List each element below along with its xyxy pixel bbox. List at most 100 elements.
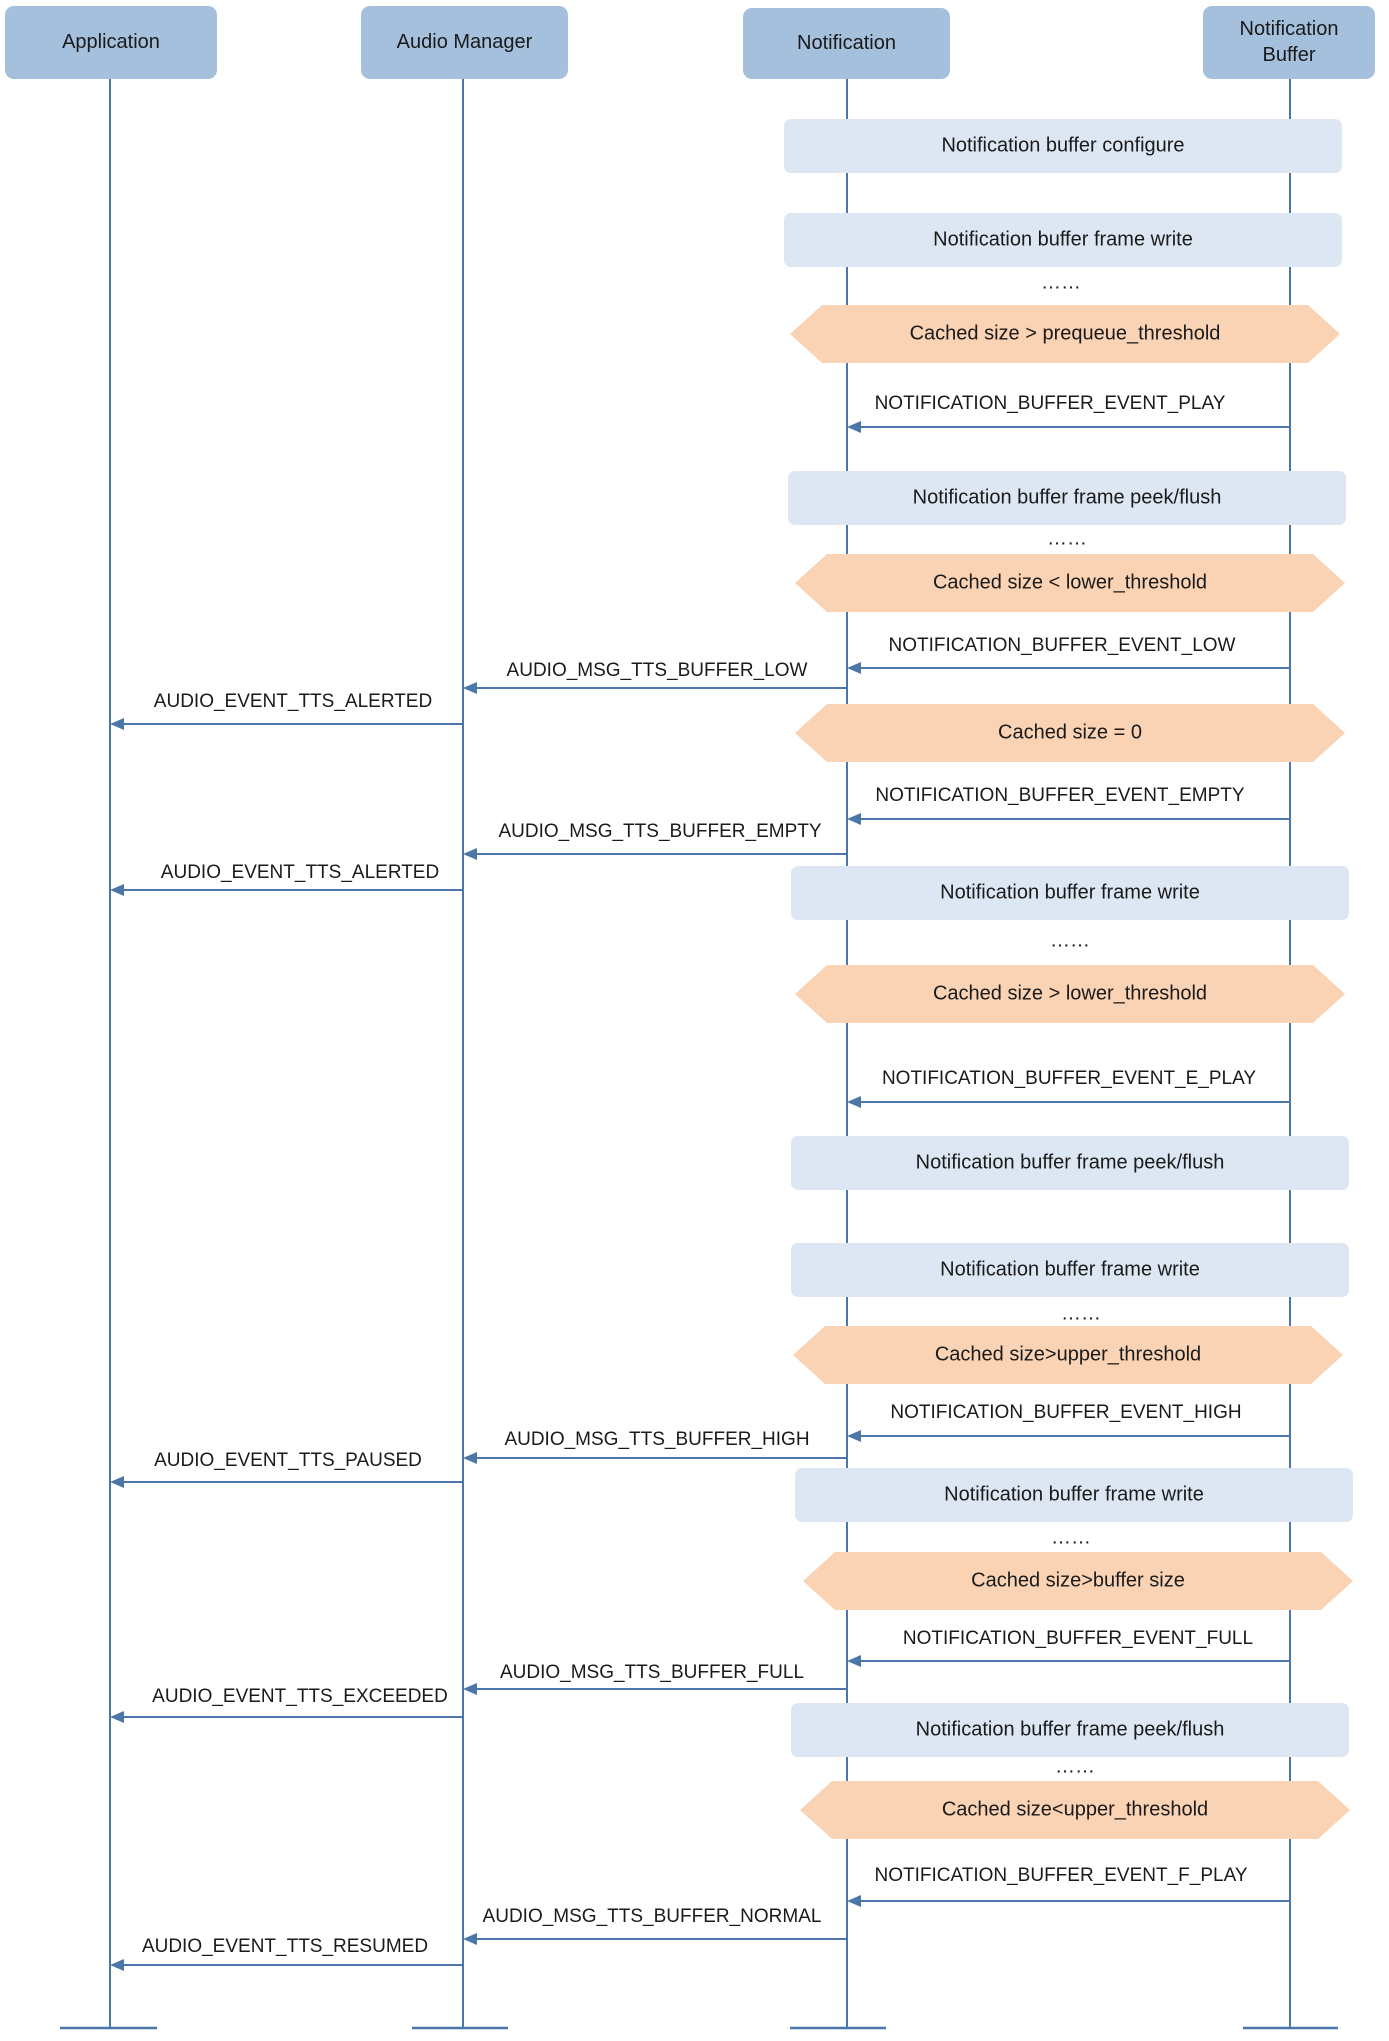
arrow-head xyxy=(463,1452,477,1464)
message: AUDIO_EVENT_TTS_ALERTED xyxy=(110,691,463,730)
condition: Cached size > lower_threshold xyxy=(795,965,1345,1023)
condition-shape xyxy=(795,704,1345,762)
message: AUDIO_MSG_TTS_BUFFER_LOW xyxy=(463,660,847,694)
condition-label: Cached size = 0 xyxy=(998,721,1142,743)
message-label: AUDIO_MSG_TTS_BUFFER_FULL xyxy=(500,1662,804,1683)
note: Notification buffer frame write xyxy=(795,1468,1353,1522)
message-label: AUDIO_EVENT_TTS_PAUSED xyxy=(154,1450,422,1471)
participant-box xyxy=(1203,6,1375,79)
note: Notification buffer frame peek/flush xyxy=(791,1703,1349,1757)
message: AUDIO_MSG_TTS_BUFFER_HIGH xyxy=(463,1429,847,1464)
message-label: NOTIFICATION_BUFFER_EVENT_PLAY xyxy=(875,393,1226,414)
condition: Cached size > prequeue_threshold xyxy=(790,305,1340,363)
arrow-head xyxy=(847,1096,861,1108)
message: NOTIFICATION_BUFFER_EVENT_HIGH xyxy=(847,1402,1290,1442)
participant-box xyxy=(5,6,217,79)
ellipsis: …… xyxy=(1041,271,1081,293)
note: Notification buffer frame write xyxy=(791,1243,1349,1297)
participant: Notification xyxy=(743,8,950,79)
participant: Audio Manager xyxy=(361,6,568,79)
ellipsis: …… xyxy=(1050,929,1090,951)
note-label: Notification buffer frame peek/flush xyxy=(916,1718,1225,1740)
message-label: NOTIFICATION_BUFFER_EVENT_FULL xyxy=(903,1628,1253,1649)
message: NOTIFICATION_BUFFER_EVENT_PLAY xyxy=(847,393,1290,433)
condition: Cached size = 0 xyxy=(795,704,1345,762)
condition: Cached size<upper_threshold xyxy=(800,1781,1350,1839)
note-box xyxy=(784,213,1342,267)
condition-label: Cached size>buffer size xyxy=(971,1569,1185,1591)
message-label: AUDIO_MSG_TTS_BUFFER_NORMAL xyxy=(483,1906,822,1927)
message: AUDIO_EVENT_TTS_RESUMED xyxy=(110,1936,463,1971)
note-label: Notification buffer frame write xyxy=(944,1483,1204,1505)
condition-label: Cached size<upper_threshold xyxy=(942,1798,1208,1820)
note-box xyxy=(791,1243,1349,1297)
note: Notification buffer frame peek/flush xyxy=(791,1136,1349,1190)
message-label: AUDIO_MSG_TTS_BUFFER_HIGH xyxy=(504,1429,809,1450)
message: AUDIO_EVENT_TTS_PAUSED xyxy=(110,1450,463,1488)
arrow-head xyxy=(110,718,124,730)
condition: Cached size>upper_threshold xyxy=(793,1326,1343,1384)
arrow-head xyxy=(847,1430,861,1442)
arrow-head xyxy=(463,1933,477,1945)
message: NOTIFICATION_BUFFER_EVENT_FULL xyxy=(847,1628,1290,1667)
arrow-head xyxy=(110,1959,124,1971)
condition: Cached size < lower_threshold xyxy=(795,554,1345,612)
message-label: NOTIFICATION_BUFFER_EVENT_E_PLAY xyxy=(882,1068,1256,1089)
note-label: Notification buffer frame write xyxy=(940,881,1200,903)
message: NOTIFICATION_BUFFER_EVENT_LOW xyxy=(847,635,1290,674)
note-box xyxy=(788,471,1346,525)
note: Notification buffer configure xyxy=(784,119,1342,173)
arrow-head xyxy=(847,813,861,825)
note-label: Notification buffer frame peek/flush xyxy=(916,1151,1225,1173)
note-label: Notification buffer configure xyxy=(941,134,1184,156)
ellipsis: …… xyxy=(1051,1526,1091,1548)
ellipsis: …… xyxy=(1055,1755,1095,1777)
arrow-head xyxy=(110,884,124,896)
message: AUDIO_EVENT_TTS_EXCEEDED xyxy=(110,1686,463,1723)
message-label: NOTIFICATION_BUFFER_EVENT_EMPTY xyxy=(875,785,1244,806)
message-label: NOTIFICATION_BUFFER_EVENT_F_PLAY xyxy=(874,1865,1247,1886)
message: NOTIFICATION_BUFFER_EVENT_F_PLAY xyxy=(847,1865,1290,1907)
note: Notification buffer frame peek/flush xyxy=(788,471,1346,525)
participant-label: Audio Manager xyxy=(397,31,533,53)
condition-shape xyxy=(793,1326,1343,1384)
note-label: Notification buffer frame write xyxy=(940,1258,1200,1280)
lifelines xyxy=(60,79,1338,2030)
message-label: AUDIO_MSG_TTS_BUFFER_LOW xyxy=(507,660,808,681)
condition-label: Cached size > lower_threshold xyxy=(933,982,1207,1004)
condition-shape xyxy=(803,1552,1353,1610)
arrow-head xyxy=(110,1711,124,1723)
note-label: Notification buffer frame write xyxy=(933,228,1193,250)
participant-label: Notification xyxy=(1240,18,1339,40)
message: NOTIFICATION_BUFFER_EVENT_EMPTY xyxy=(847,785,1290,825)
participant-label: Application xyxy=(62,31,160,53)
note: Notification buffer frame write xyxy=(791,866,1349,920)
condition-shape xyxy=(795,965,1345,1023)
message: AUDIO_MSG_TTS_BUFFER_FULL xyxy=(463,1662,847,1695)
arrow-head xyxy=(463,1683,477,1695)
note-box xyxy=(791,1703,1349,1757)
condition-label: Cached size < lower_threshold xyxy=(933,571,1207,593)
participant: Application xyxy=(5,6,217,79)
message: AUDIO_MSG_TTS_BUFFER_EMPTY xyxy=(463,821,847,860)
message-label: AUDIO_EVENT_TTS_RESUMED xyxy=(142,1936,428,1957)
message-label: AUDIO_EVENT_TTS_ALERTED xyxy=(154,691,432,712)
arrow-head xyxy=(847,1895,861,1907)
sequence-steps: Notification buffer configureNotificatio… xyxy=(110,119,1353,1971)
message: AUDIO_MSG_TTS_BUFFER_NORMAL xyxy=(463,1906,847,1945)
message: NOTIFICATION_BUFFER_EVENT_E_PLAY xyxy=(847,1068,1290,1108)
condition-shape xyxy=(800,1781,1350,1839)
condition-shape xyxy=(795,554,1345,612)
arrow-head xyxy=(463,682,477,694)
message-label: AUDIO_EVENT_TTS_EXCEEDED xyxy=(152,1686,448,1707)
ellipsis: …… xyxy=(1047,527,1087,549)
participant-box xyxy=(743,8,950,79)
note-label: Notification buffer frame peek/flush xyxy=(913,486,1222,508)
ellipsis: …… xyxy=(1061,1302,1101,1324)
condition-label: Cached size>upper_threshold xyxy=(935,1343,1201,1365)
message: AUDIO_EVENT_TTS_ALERTED xyxy=(110,862,463,896)
arrow-head xyxy=(847,662,861,674)
